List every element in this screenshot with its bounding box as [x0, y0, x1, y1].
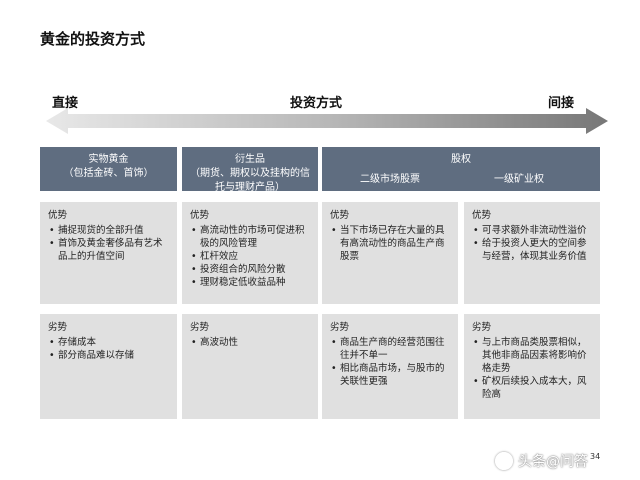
list-item: 相比商品市场，与股市的关联性更强 — [330, 362, 450, 388]
list-item: 首饰及黄金奢侈品有艺术品上的升值空间 — [48, 237, 169, 263]
disadvantages-label: 劣势 — [472, 322, 492, 333]
list-item: 投资组合的风险分散 — [190, 263, 310, 276]
page-number: 34 — [590, 452, 601, 461]
axis-label-direct: 直接 — [52, 96, 79, 111]
disadvantages-label: 劣势 — [190, 322, 210, 333]
list-item: 商品生产商的经营范围往往并不单一 — [330, 336, 450, 362]
advantages-label: 优势 — [472, 210, 492, 221]
advantages-label: 优势 — [190, 210, 210, 221]
list-item: 可寻求额外非流动性溢价 — [472, 224, 592, 237]
watermark: 头条@问答 — [495, 448, 630, 474]
advantages-label: 优势 — [330, 210, 350, 221]
list-item: 给于投资人更大的空间参与经营，体现其业务价值 — [472, 237, 592, 263]
header-derivatives: 衍生品 （期货、期权以及挂构的信托与理财产品） — [182, 147, 318, 193]
double-arrow-icon — [46, 108, 608, 134]
subheader-primary-mining-rights: 一级矿业权 — [494, 174, 544, 185]
list-item: 捕捉现货的全部升值 — [48, 224, 169, 237]
list-item: 杠杆效应 — [190, 250, 310, 263]
header-equity: 股权 二级市场股票 一级矿业权 — [322, 147, 600, 191]
advantages-cell-derivatives: 优势 高流动性的市场可促进积极的风险管理 杠杆效应 投资组合的风险分散 理财稳定… — [182, 202, 318, 304]
list-item: 高流动性的市场可促进积极的风险管理 — [190, 224, 310, 250]
axis-label-investment-method: 投资方式 — [290, 96, 343, 111]
list-item: 矿权后续投入成本大，风险高 — [472, 375, 592, 401]
axis-label-indirect: 间接 — [548, 96, 575, 111]
list-item: 高波动性 — [190, 336, 310, 349]
disadvantages-cell-physical-gold: 劣势 存储成本 部分商品难以存储 — [40, 314, 177, 419]
list-item: 当下市场已存在大量的具有高流动性的商品生产商股票 — [330, 224, 450, 263]
advantages-cell-physical-gold: 优势 捕捉现货的全部升值 首饰及黄金奢侈品有艺术品上的升值空间 — [40, 202, 177, 304]
watermark-text: 头条@问答 — [518, 454, 588, 470]
list-item: 与上市商品类股票相似，其他非商品因素将影响价格走势 — [472, 336, 592, 375]
header-equity-label: 股权 — [451, 154, 471, 165]
advantages-cell-mining-rights: 优势 可寻求额外非流动性溢价 给于投资人更大的空间参与经营，体现其业务价值 — [464, 202, 600, 304]
disadvantages-cell-secondary-stocks: 劣势 商品生产商的经营范围往往并不单一 相比商品市场，与股市的关联性更强 — [322, 314, 458, 419]
subheader-secondary-market-stocks: 二级市场股票 — [360, 174, 420, 185]
advantages-label: 优势 — [48, 210, 68, 221]
advantages-cell-secondary-stocks: 优势 当下市场已存在大量的具有高流动性的商品生产商股票 — [322, 202, 458, 304]
list-item: 存储成本 — [48, 336, 169, 349]
chat-bubble-icon — [495, 452, 513, 470]
disadvantages-label: 劣势 — [330, 322, 350, 333]
disadvantages-label: 劣势 — [48, 322, 68, 333]
header-physical-gold: 实物黄金 （包括金砖、首饰） — [40, 147, 177, 191]
disadvantages-cell-mining-rights: 劣势 与上市商品类股票相似，其他非商品因素将影响价格走势 矿权后续投入成本大，风… — [464, 314, 600, 419]
disadvantages-cell-derivatives: 劣势 高波动性 — [182, 314, 318, 419]
list-item: 理财稳定低收益品种 — [190, 276, 310, 289]
page-title: 黄金的投资方式 — [40, 30, 146, 48]
list-item: 部分商品难以存储 — [48, 349, 169, 362]
